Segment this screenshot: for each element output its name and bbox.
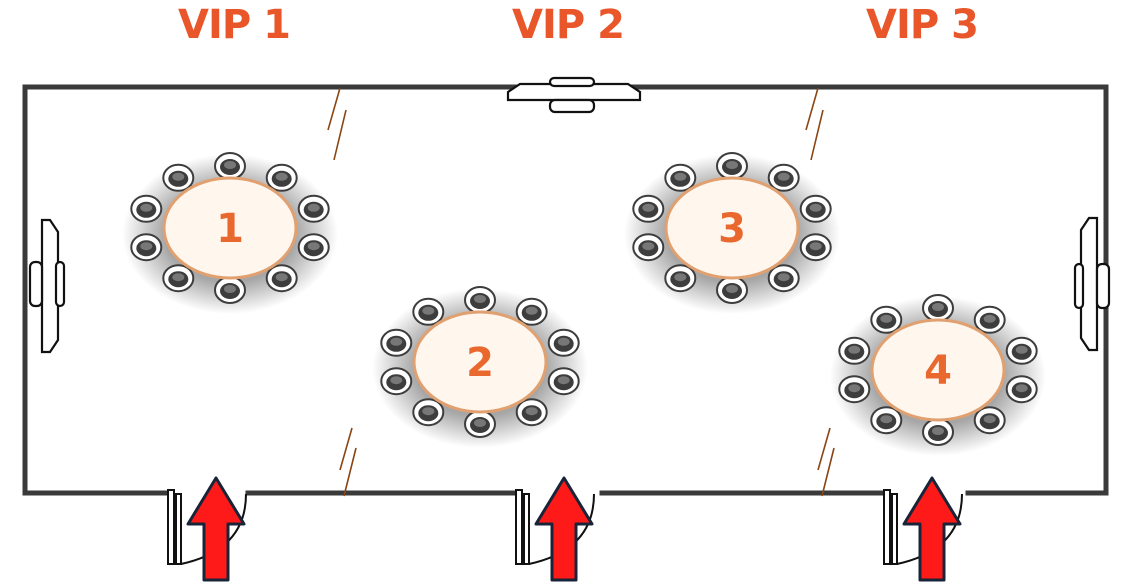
table-3: 3 <box>624 152 840 314</box>
chair-icon <box>130 233 163 262</box>
chair-icon <box>297 194 330 223</box>
chair-icon <box>870 406 903 435</box>
chair-icon <box>380 367 413 396</box>
table-top <box>162 176 298 280</box>
chair-icon <box>214 152 246 180</box>
chair-icon <box>838 336 871 365</box>
chair-icon <box>716 152 748 180</box>
chair-icon <box>464 286 496 314</box>
chair-icon <box>767 264 800 293</box>
chair-icon <box>922 294 954 322</box>
room-label-vip-1: VIP 1 <box>178 2 291 48</box>
chair-icon <box>632 194 665 223</box>
chair-icon <box>214 276 246 304</box>
chair-icon <box>265 163 298 192</box>
chair-icon <box>464 410 496 438</box>
chair-icon <box>632 233 665 262</box>
chair-icon <box>547 367 580 396</box>
door-icon <box>883 489 963 565</box>
table-top <box>412 310 548 414</box>
table-number: 4 <box>924 348 952 394</box>
chair-icon <box>162 163 195 192</box>
door-3[interactable] <box>883 476 963 582</box>
chair-icon <box>412 398 445 427</box>
room-walls <box>22 84 1109 496</box>
entry-arrow-icon <box>534 476 594 582</box>
table-top <box>870 318 1006 422</box>
chair-icon <box>162 264 195 293</box>
chair-icon <box>515 297 548 326</box>
chair-icon <box>1005 336 1038 365</box>
table-1: 1 <box>122 152 338 314</box>
chair-icon <box>664 264 697 293</box>
table-number: 1 <box>216 206 244 252</box>
door-1[interactable] <box>167 476 247 582</box>
chair-icon <box>297 233 330 262</box>
chair-icon <box>515 398 548 427</box>
chair-icon <box>838 375 871 404</box>
chair-icon <box>130 194 163 223</box>
chair-icon <box>973 406 1006 435</box>
chair-icon <box>716 276 748 304</box>
chair-icon <box>767 163 800 192</box>
chair-icon <box>265 264 298 293</box>
table-number: 3 <box>718 206 746 252</box>
chair-icon <box>922 418 954 446</box>
chair-icon <box>380 328 413 357</box>
table-2: 2 <box>372 286 588 448</box>
chair-icon <box>870 305 903 334</box>
chair-icon <box>1005 375 1038 404</box>
partition-icon <box>327 87 835 497</box>
chair-icon <box>664 163 697 192</box>
door-2[interactable] <box>515 476 595 582</box>
chair-icon <box>547 328 580 357</box>
wall-screen-icon <box>1073 216 1111 352</box>
door-icon <box>167 489 247 565</box>
chair-icon <box>412 297 445 326</box>
wall-screen-icon <box>506 76 642 114</box>
table-top <box>664 176 800 280</box>
entry-arrow-icon <box>902 476 962 582</box>
wall-screen-icon <box>28 218 66 354</box>
room-label-vip-3: VIP 3 <box>866 2 979 48</box>
table-number: 2 <box>466 340 494 386</box>
room-label-vip-2: VIP 2 <box>512 2 625 48</box>
door-icon <box>515 489 595 565</box>
entry-arrow-icon <box>186 476 246 582</box>
table-4: 4 <box>830 294 1046 456</box>
chair-icon <box>799 233 832 262</box>
chair-icon <box>799 194 832 223</box>
chair-icon <box>973 305 1006 334</box>
